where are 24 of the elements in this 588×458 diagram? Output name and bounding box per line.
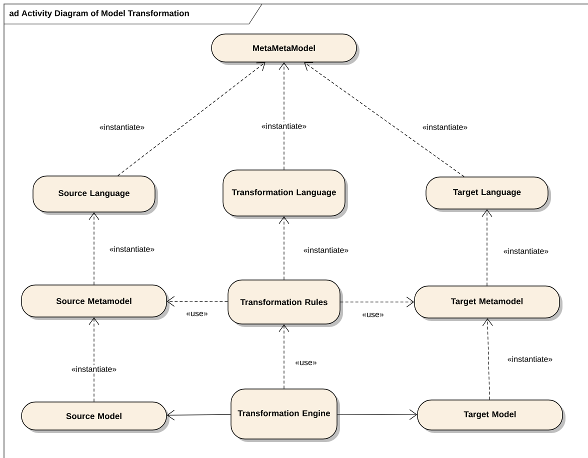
arrow [304,62,464,177]
arrow [118,62,266,176]
arrow [278,62,290,170]
action-node: Transformation Rules [228,280,343,327]
frame-title-tab: ad Activity Diagram of Model Transformation [4,4,262,24]
arrow [88,212,100,285]
arrow [88,317,100,402]
action-node: Target Language [426,176,551,212]
arrow [482,318,493,400]
action-node: Source Model [21,402,170,433]
arrow [278,324,290,389]
arrow [337,409,418,420]
action-node: Source Metamodel [21,284,170,320]
action-node: MetaMetaModel [211,34,360,65]
arrow [278,216,290,280]
arrow [340,296,414,308]
action-node: Target Model [417,400,566,433]
action-node: Target Metamodel [414,286,562,321]
action-node: Transformation Engine [230,388,340,442]
arrow [166,296,228,307]
arrow [166,410,231,420]
action-node: Source Language [32,176,158,215]
arrow [482,209,492,286]
action-node: Transformation Language [222,170,348,219]
